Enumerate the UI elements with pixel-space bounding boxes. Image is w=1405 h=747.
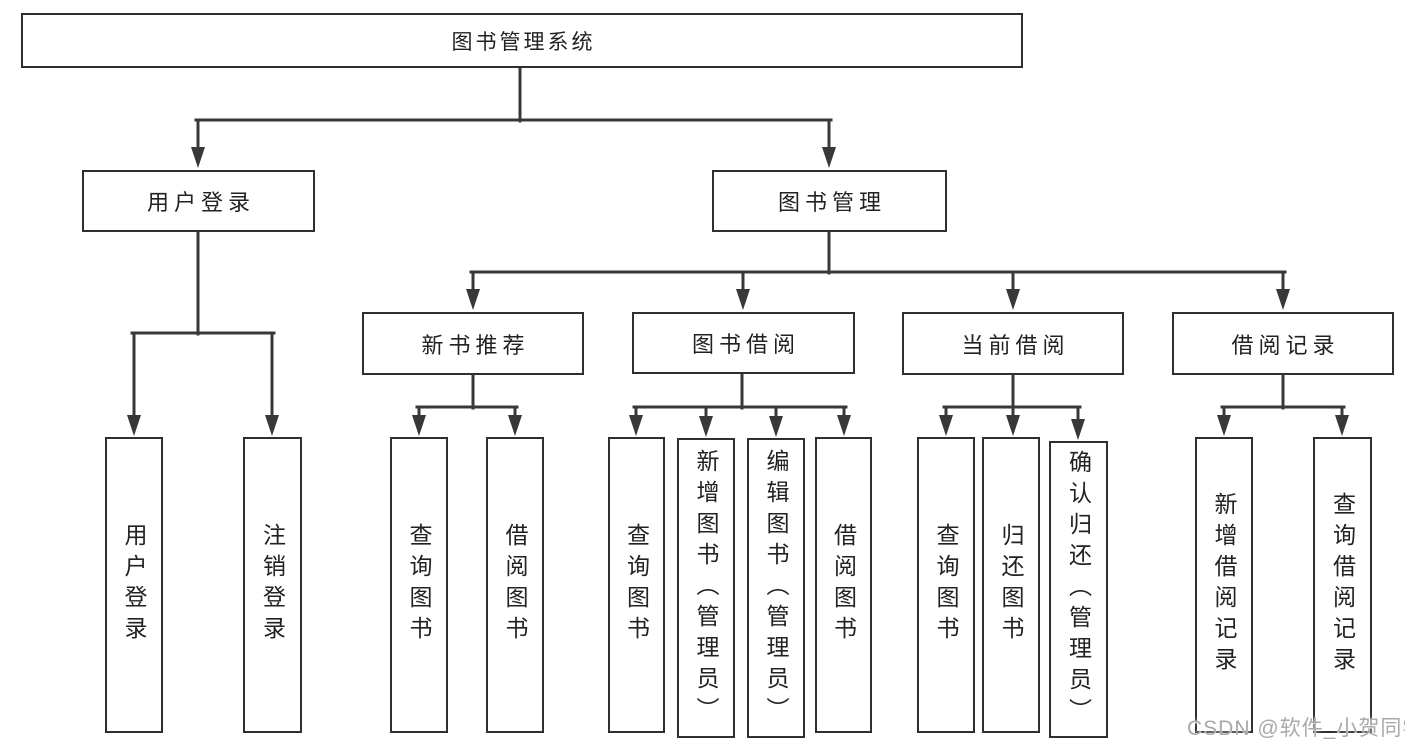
node-library-management-system: 图书管理系统 <box>21 13 1023 68</box>
leaf-query-books-borrowing: 查询图书 <box>608 437 665 733</box>
node-book-management: 图书管理 <box>712 170 947 232</box>
node-new-book-recommend: 新书推荐 <box>362 312 584 375</box>
leaf-user-login: 用户登录 <box>105 437 163 733</box>
node-book-borrowing: 图书借阅 <box>632 312 855 374</box>
arrow-down-icon <box>508 415 522 436</box>
node-user-login: 用户登录 <box>82 170 315 232</box>
arrow-down-icon <box>629 415 643 436</box>
arrow-down-icon <box>1217 415 1231 436</box>
leaf-borrow-books-borrowing: 借阅图书 <box>815 437 872 733</box>
leaf-borrow-books-recommend: 借阅图书 <box>486 437 544 733</box>
leaf-add-books-admin: 新增图书（管理员） <box>677 438 735 738</box>
arrow-down-icon <box>265 415 279 436</box>
leaf-confirm-return-admin: 确认归还（管理员） <box>1049 441 1108 738</box>
arrow-down-icon <box>699 416 713 437</box>
csdn-watermark: CSDN @软件_小贺同学 <box>1187 717 1405 740</box>
leaf-add-borrow-record: 新增借阅记录 <box>1195 437 1253 733</box>
arrow-down-icon <box>1335 415 1349 436</box>
arrow-down-icon <box>412 415 426 436</box>
arrow-down-icon <box>736 289 750 310</box>
arrow-down-icon <box>466 289 480 310</box>
arrow-down-icon <box>837 415 851 436</box>
leaf-query-books-current: 查询图书 <box>917 437 975 733</box>
leaf-logout-login: 注销登录 <box>243 437 302 733</box>
arrow-down-icon <box>191 147 205 168</box>
arrow-down-icon <box>822 147 836 168</box>
arrow-down-icon <box>1006 415 1020 436</box>
arrow-down-icon <box>1276 289 1290 310</box>
leaf-query-borrow-record: 查询借阅记录 <box>1313 437 1372 733</box>
node-current-borrowing: 当前借阅 <box>902 312 1124 375</box>
leaf-return-books: 归还图书 <box>982 437 1040 733</box>
arrow-down-icon <box>769 416 783 437</box>
arrow-down-icon <box>1006 289 1020 310</box>
leaf-edit-books-admin: 编辑图书（管理员） <box>747 438 805 738</box>
arrow-down-icon <box>1071 419 1085 440</box>
leaf-query-books-recommend: 查询图书 <box>390 437 448 733</box>
arrow-down-icon <box>939 415 953 436</box>
node-borrow-records: 借阅记录 <box>1172 312 1394 375</box>
arrow-down-icon <box>127 415 141 436</box>
